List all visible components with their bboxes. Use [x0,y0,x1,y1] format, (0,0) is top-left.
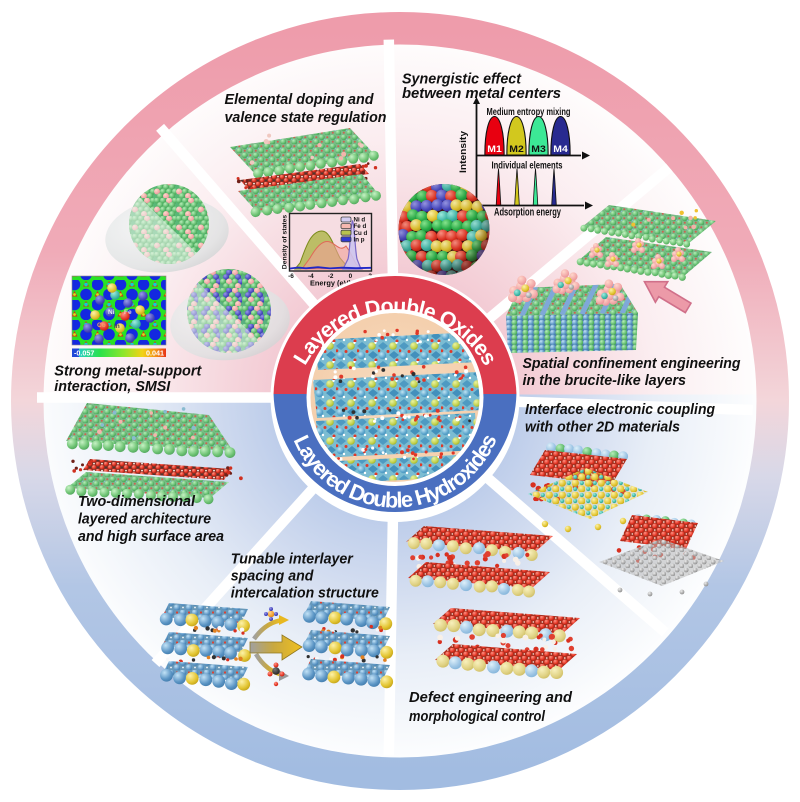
svg-text:intercalation structure: intercalation structure [231,585,380,602]
svg-text:interaction, SMSI: interaction, SMSI [54,378,171,395]
svg-text:Defect engineering and: Defect engineering and [409,689,573,706]
svg-text:Elemental doping and: Elemental doping and [225,91,375,108]
svg-text:and high surface area: and high surface area [78,528,224,545]
svg-text:in the brucite-like layers: in the brucite-like layers [523,372,687,389]
svg-text:M4: M4 [553,144,568,155]
svg-text:Synergistic effect: Synergistic effect [402,71,522,88]
svg-text:spacing and: spacing and [231,568,314,585]
svg-text:Spatial confinement engineerin: Spatial confinement engineering [523,355,742,372]
svg-text:0.041: 0.041 [146,349,164,358]
svg-text:-6: -6 [288,273,294,280]
svg-text:Co: Co [97,322,106,329]
svg-text:Ni d: Ni d [354,217,366,224]
svg-text:Ni: Ni [108,309,115,316]
svg-text:between metal centers: between metal centers [402,85,561,102]
svg-text:-2: -2 [328,273,334,280]
svg-text:Individual elements: Individual elements [492,160,563,172]
svg-text:Strong metal-support: Strong metal-support [54,363,202,380]
svg-text:valence state regulation: valence state regulation [225,109,387,126]
svg-text:Adsorption energy: Adsorption energy [494,207,562,219]
svg-text:Fe: Fe [124,309,132,316]
svg-text:Medium entropy mixing: Medium entropy mixing [487,106,571,118]
svg-text:In: In [114,323,120,330]
svg-text:M1: M1 [487,144,502,155]
svg-text:Two-dimensional: Two-dimensional [78,493,196,510]
svg-text:morphological control: morphological control [409,708,546,725]
svg-text:M2: M2 [509,144,524,155]
svg-text:Density of states: Density of states [282,215,289,270]
svg-text:Intensity: Intensity [458,130,469,173]
svg-text:Tunable interlayer: Tunable interlayer [231,551,354,568]
svg-text:Energy (eV): Energy (eV) [310,279,352,288]
svg-text:Interface electronic coupling: Interface electronic coupling [525,401,716,418]
svg-text:-4: -4 [308,273,314,280]
svg-text:In p: In p [354,236,365,243]
svg-text:-0.057: -0.057 [74,349,94,358]
svg-text:M3: M3 [531,144,546,155]
svg-text:layered architecture: layered architecture [78,511,212,528]
svg-text:with other 2D materials: with other 2D materials [525,419,680,436]
svg-text:Cu d: Cu d [354,230,368,237]
svg-text:Fe d: Fe d [354,223,367,230]
svg-text:0: 0 [349,273,353,280]
